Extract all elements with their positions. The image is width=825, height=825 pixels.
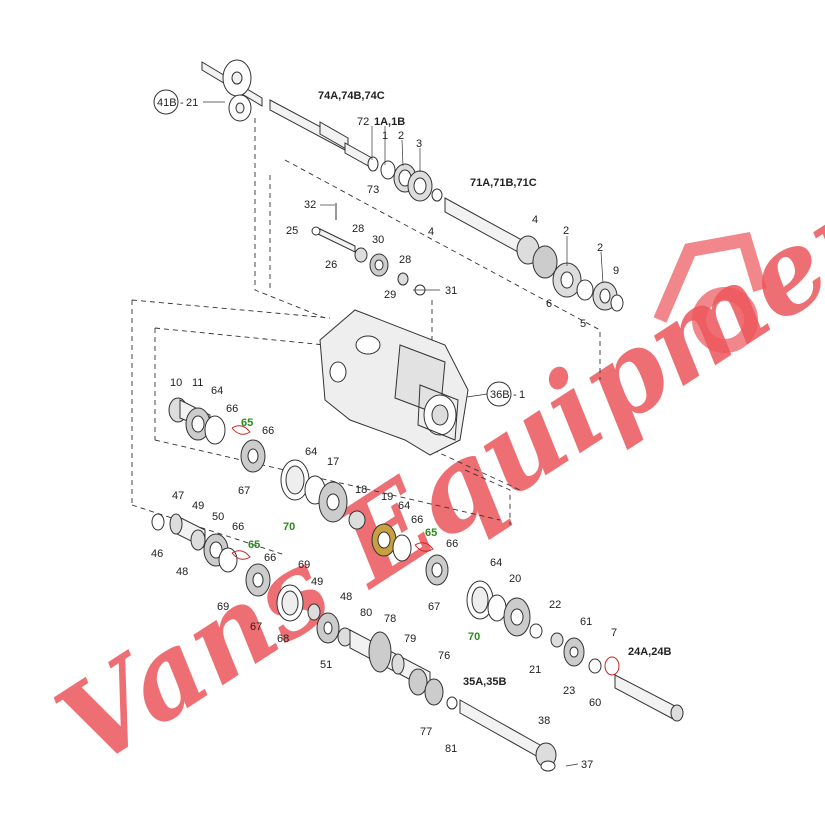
- label-60: 60: [589, 697, 601, 709]
- label-64-b: 64: [305, 446, 317, 458]
- label-67-b: 67: [428, 601, 440, 613]
- label-19: 19: [381, 491, 393, 503]
- label-37: 37: [581, 759, 593, 771]
- label-49-b: 49: [311, 576, 323, 588]
- label-64-c: 64: [398, 500, 410, 512]
- label-2-right: 2: [563, 225, 569, 237]
- label-1: 1: [382, 130, 388, 142]
- label-1a-1b: 1A,1B: [374, 116, 405, 128]
- label-67-c: 67: [250, 621, 262, 633]
- label-65-a: 65: [241, 417, 253, 429]
- callout-36b-text: 36B: [490, 389, 510, 401]
- label-66-b: 66: [262, 425, 274, 437]
- label-17: 17: [327, 456, 339, 468]
- label-26: 26: [325, 259, 337, 271]
- label-48-b: 48: [340, 591, 352, 603]
- label-4-right: 4: [532, 214, 538, 226]
- callout-41b-text: 41B: [157, 97, 177, 109]
- callout-36b-part: 1: [519, 389, 525, 401]
- label-46: 46: [151, 548, 163, 560]
- label-48-a: 48: [176, 566, 188, 578]
- leader-lines: [203, 101, 604, 767]
- label-68: 68: [277, 633, 289, 645]
- label-21: 21: [529, 664, 541, 676]
- label-31: 31: [445, 285, 457, 297]
- label-9: 9: [613, 265, 619, 277]
- label-80: 80: [360, 607, 372, 619]
- label-72: 72: [357, 116, 369, 128]
- label-2-top: 2: [398, 130, 404, 142]
- label-73: 73: [367, 184, 379, 196]
- tractor-logo-icon: [653, 231, 767, 353]
- label-30: 30: [372, 234, 384, 246]
- label-70-a: 70: [283, 521, 295, 533]
- label-23: 23: [563, 685, 575, 697]
- label-66-e: 66: [232, 521, 244, 533]
- label-7: 7: [611, 627, 617, 639]
- label-18: 18: [355, 484, 367, 496]
- label-47: 47: [172, 490, 184, 502]
- label-67-a: 67: [238, 485, 250, 497]
- transmission-housing: [319, 309, 469, 456]
- callout-36b: 36B - 1: [486, 381, 525, 407]
- label-69-a: 69: [217, 601, 229, 613]
- label-35a-35b: 35A,35B: [463, 676, 506, 688]
- label-64-d: 64: [490, 557, 502, 569]
- callout-41b-dash: -: [180, 97, 184, 109]
- label-2-far-right: 2: [597, 242, 603, 254]
- label-28-left: 28: [352, 223, 364, 235]
- label-38: 38: [538, 715, 550, 727]
- label-51: 51: [320, 659, 332, 671]
- label-71a-71b-71c: 71A,71B,71C: [470, 177, 537, 189]
- label-4-top: 4: [428, 226, 434, 238]
- callout-41b-part: 21: [186, 97, 198, 109]
- label-74a-74b-74c: 74A,74B,74C: [318, 90, 385, 102]
- label-29: 29: [384, 289, 396, 301]
- label-64-a: 64: [211, 385, 223, 397]
- callout-41b: 41B - 21: [153, 89, 198, 115]
- label-10: 10: [170, 377, 182, 389]
- label-28-right: 28: [399, 254, 411, 266]
- label-69-b: 69: [298, 559, 310, 571]
- label-3: 3: [416, 138, 422, 150]
- label-65-c: 65: [248, 539, 260, 551]
- label-78: 78: [384, 613, 396, 625]
- label-76: 76: [438, 650, 450, 662]
- label-61: 61: [580, 616, 592, 628]
- label-65-b: 65: [425, 527, 437, 539]
- label-70-b: 70: [468, 631, 480, 643]
- label-49-a: 49: [192, 500, 204, 512]
- label-66-d: 66: [446, 538, 458, 550]
- label-11: 11: [192, 377, 203, 389]
- label-66-a: 66: [226, 403, 238, 415]
- label-50: 50: [212, 511, 224, 523]
- label-77: 77: [420, 726, 432, 738]
- label-66-c: 66: [411, 514, 423, 526]
- callout-36b-dash: -: [513, 389, 517, 401]
- label-66-f: 66: [264, 552, 276, 564]
- label-20: 20: [509, 573, 521, 585]
- label-79: 79: [404, 633, 416, 645]
- parts: [151, 59, 684, 772]
- label-25: 25: [286, 225, 298, 237]
- label-32: 32: [304, 199, 316, 211]
- label-22: 22: [549, 599, 561, 611]
- label-81: 81: [445, 743, 457, 755]
- part-labels: 74A,74B,74C 72 1A,1B 1 2 3 73 4 71A,71B,…: [151, 90, 671, 771]
- label-24a-24b: 24A,24B: [628, 646, 671, 658]
- label-6-top: 6: [546, 298, 552, 310]
- label-5: 5: [580, 318, 586, 330]
- output-shaft: [614, 674, 676, 721]
